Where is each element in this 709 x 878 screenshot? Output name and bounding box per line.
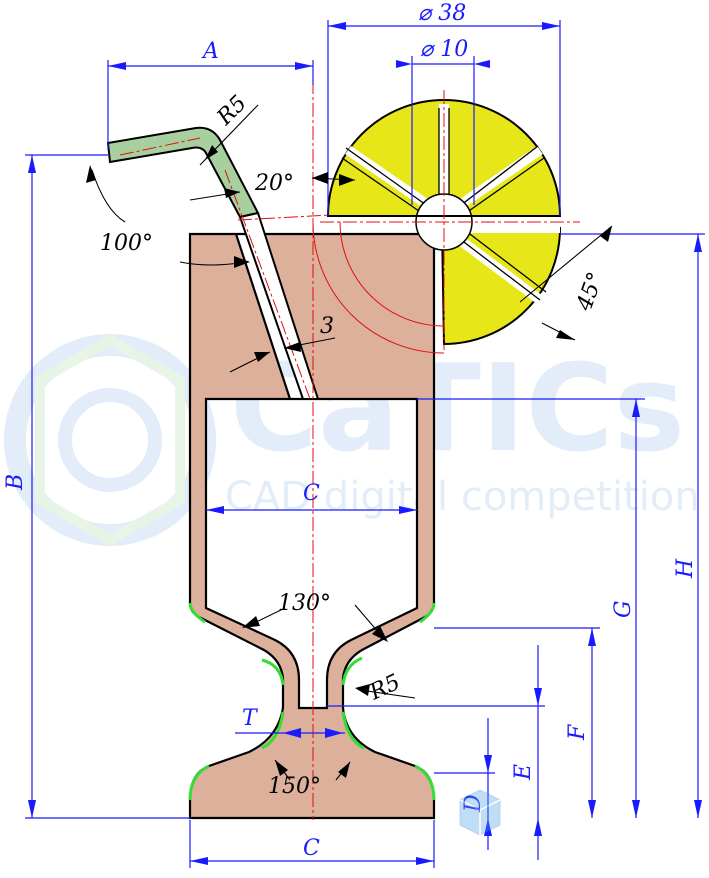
dim-outer-dia-label: ⌀ 38 [418, 1, 466, 26]
centerlines [119, 80, 580, 820]
annotation-arrowheads [86, 145, 612, 778]
dim-c-top-label: C [303, 481, 320, 506]
lemon-slice [326, 99, 562, 346]
angle-130-label: 130° [278, 591, 331, 616]
dimension-labels: A ⌀ 38 ⌀ 10 B H G F E D C C T [3, 1, 698, 861]
straw-in-glass [238, 211, 320, 400]
angle-45-label: 45° [572, 269, 609, 315]
dim-a-label: A [201, 39, 219, 64]
dim-d-label: D [461, 794, 486, 813]
dim-t-label: T [242, 706, 259, 731]
watermark-gear-icon [4, 334, 216, 546]
angle-150-label: 150° [268, 774, 321, 799]
dimension-arrowheads [28, 22, 702, 865]
glass-body [188, 232, 436, 820]
dim-h-label: H [673, 558, 698, 579]
straw-thickness-label: 3 [320, 314, 334, 339]
dim-c-bottom-label: C [303, 836, 320, 861]
cube-logo-icon [459, 789, 501, 836]
straw-radius-label: R5 [212, 91, 252, 131]
watermark-tagline: CAD digital competition [225, 474, 700, 520]
fillet-highlights [188, 602, 436, 801]
lemon-lower-half [440, 227, 562, 346]
angle-100-label: 100° [100, 231, 153, 256]
dim-b-label: B [3, 474, 28, 491]
dim-f-label: F [565, 724, 590, 741]
dimension-lines [25, 20, 705, 868]
dim-g-label: G [611, 600, 636, 618]
dim-inner-dia-label: ⌀ 10 [420, 37, 468, 62]
angle-20-label: 20° [254, 171, 294, 196]
stem-radius-label: R5 [365, 670, 404, 706]
dim-e-label: E [511, 764, 536, 781]
